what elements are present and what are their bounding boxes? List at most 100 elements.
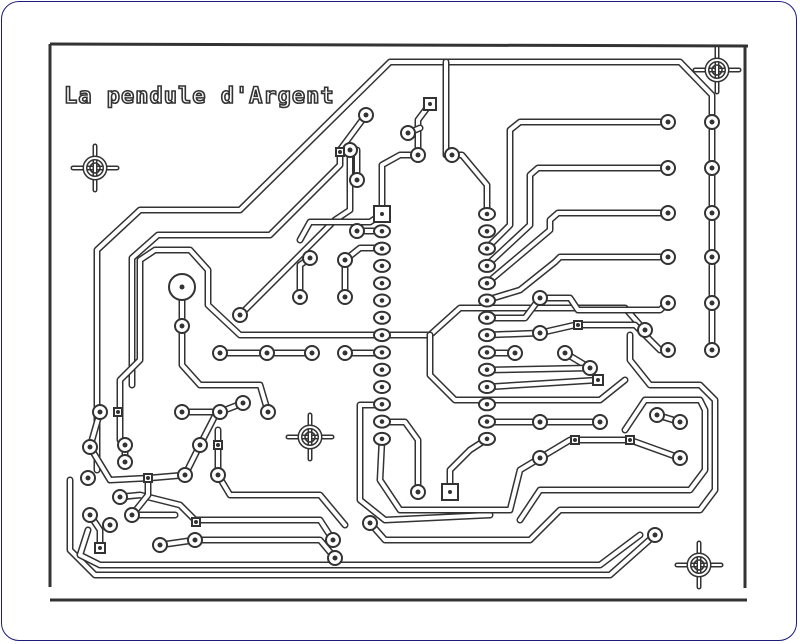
pad-hole	[379, 246, 385, 251]
pad-hole	[367, 520, 373, 526]
pad-hole	[380, 212, 384, 216]
pad-hole	[665, 119, 671, 125]
trace	[130, 476, 150, 517]
pad-hole	[87, 512, 93, 518]
pad-hole	[537, 419, 543, 425]
pad-hole	[197, 442, 203, 448]
pad-hole	[665, 165, 671, 171]
board-title: La pendule d'Argent	[64, 84, 335, 109]
pad-hole	[428, 102, 432, 106]
pad-hole	[537, 455, 543, 461]
pad-hole	[665, 347, 671, 353]
pad-hole	[415, 152, 421, 158]
pad-hole	[596, 378, 600, 382]
trace	[485, 166, 670, 267]
pad-hole	[122, 442, 128, 448]
pad-hole	[484, 229, 490, 234]
pad-hole	[264, 350, 270, 356]
pad-hole	[537, 330, 543, 336]
pad-hole	[117, 494, 123, 500]
trace	[216, 428, 347, 527]
trace	[380, 420, 420, 494]
pad-hole	[179, 409, 185, 415]
targets	[70, 45, 742, 590]
pad-hole	[484, 246, 490, 251]
pad-hole	[98, 546, 102, 550]
pad-hole	[146, 476, 150, 480]
target-ring	[688, 554, 710, 576]
trace-outline	[483, 118, 672, 252]
pad-hole	[330, 537, 336, 543]
pad-hole	[342, 294, 348, 300]
pad-hole	[379, 384, 385, 390]
pad-hole	[484, 298, 490, 303]
pad-hole	[573, 438, 577, 442]
pad-hole	[484, 402, 490, 407]
trace	[518, 398, 707, 522]
pad-hole	[484, 350, 490, 355]
pad-hole	[354, 177, 360, 183]
pad-hole	[194, 520, 198, 524]
pad-hole	[97, 409, 103, 415]
pad-hole	[157, 542, 163, 548]
pad-hole	[709, 300, 715, 306]
board-outline	[48, 42, 749, 602]
pad-hole	[379, 332, 385, 338]
pad-hole	[354, 228, 360, 234]
registration-target-icon	[285, 412, 335, 462]
pad-hole	[237, 312, 243, 318]
pad-hole	[217, 350, 223, 356]
pad-hole	[709, 254, 715, 260]
trace-outline	[483, 209, 672, 287]
pad-hole	[379, 419, 385, 424]
pad-hole	[332, 555, 338, 561]
pad-hole	[379, 280, 385, 286]
pad-hole	[265, 409, 271, 415]
pad-hole	[342, 257, 348, 263]
pad-hole	[709, 165, 715, 171]
pad-hole	[537, 295, 543, 301]
pad-hole	[484, 332, 490, 338]
trace	[378, 437, 542, 512]
pad-hole	[512, 350, 518, 356]
pad-hole	[665, 300, 671, 306]
trace	[485, 211, 670, 285]
pad-hole	[379, 350, 385, 355]
registration-target-icon	[692, 45, 742, 95]
target-ring	[84, 157, 106, 179]
trace	[485, 255, 670, 302]
pad-hole	[379, 263, 385, 269]
pad-hole	[379, 229, 385, 234]
trace	[428, 333, 627, 402]
pad-hole	[309, 350, 315, 356]
trace	[118, 493, 335, 542]
trace	[380, 153, 420, 216]
registration-target-icon	[70, 143, 120, 193]
pad-hole	[379, 315, 385, 321]
trace	[180, 285, 270, 414]
pad-hole	[587, 365, 593, 371]
pad-hole	[484, 384, 490, 390]
pad-hole	[363, 112, 369, 118]
pad-hole	[484, 211, 490, 217]
pad-hole	[122, 459, 128, 465]
pad-hole	[484, 315, 490, 321]
trace	[78, 528, 642, 567]
trace	[158, 538, 337, 560]
pad-hole	[484, 263, 490, 269]
pad-hole	[192, 537, 198, 543]
trace	[444, 60, 489, 216]
pad-hole	[379, 436, 385, 442]
pad-hole	[665, 254, 671, 260]
pad-hole	[179, 323, 185, 329]
pad-hole	[379, 402, 385, 407]
pad-hole	[405, 130, 411, 136]
trace	[118, 248, 432, 442]
pad-hole	[85, 475, 91, 481]
pad-hole	[216, 443, 220, 447]
pad-hole	[677, 455, 683, 461]
pad-hole	[379, 298, 385, 303]
pad-hole	[182, 472, 188, 478]
pad-hole	[665, 210, 671, 216]
trace	[343, 246, 384, 299]
